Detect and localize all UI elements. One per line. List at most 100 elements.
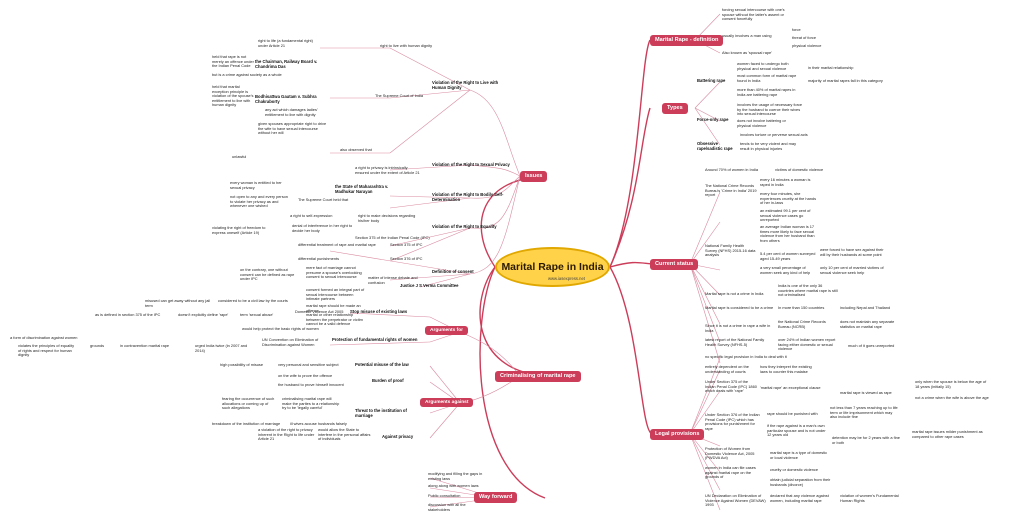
leaf-un-convention: UN Convention on Elimination of Discrimi…	[262, 337, 319, 347]
leaf-most-common: most common form of marital rape found i…	[737, 73, 797, 83]
website-link[interactable]: www.iasexpress.net	[548, 276, 586, 281]
leaf-not-crime: Marital rape is not a crime in India	[705, 291, 764, 296]
leaf-not-crime-india: Since it is not a crime in rape a wife i…	[705, 323, 771, 333]
leaf-along-with: along along with women laws	[428, 483, 479, 488]
leaf-define-rape: as is defined in section 375 of the IPC	[95, 312, 161, 317]
leaf-marital-exception: 'marital rape' an exceptional clause	[760, 385, 821, 390]
leaf-mere-fact: mere fact of marriage cannot presume a s…	[306, 265, 362, 280]
leaf-cruelty: cruelty or domestic violence	[770, 467, 819, 472]
leaf-no-specific: no specific legal provision in India to …	[705, 354, 787, 359]
leaf-un-cedaw: UN Declaration on Elimination of Violenc…	[705, 493, 766, 508]
leaf-women-india: women in India can file cases against ma…	[705, 465, 756, 480]
branch-definition[interactable]: Marital Rape - definition	[650, 35, 724, 46]
branch-way-forward[interactable]: Way forward	[474, 492, 518, 503]
leaf-involves-usage: involves the usage of necessary force by…	[737, 102, 803, 117]
leaf-every-16: every 16 minutes a woman is raped in Ind…	[760, 177, 811, 187]
leaf-onus-wife: on the wife to prove the offence	[278, 373, 333, 378]
leaf-us376: Under Section 376 of the Indian Penal Co…	[705, 412, 760, 431]
leaf-physical-violence: physical violence	[792, 43, 822, 48]
leaf-latest-nfhs: latest report of the National Family Hea…	[705, 337, 765, 347]
branch-criminalising[interactable]: Criminalising of marital rape	[495, 371, 581, 382]
leaf-more-than-40: more than 40% of marital rapes in India …	[737, 87, 796, 97]
leaf-rapist-punishment: marital rape issues milder punishment as…	[912, 429, 983, 439]
topic-life-dignity: Violation of the Right to Live with Huma…	[432, 80, 499, 90]
leaf-marital-relationship: marital or other relationship between th…	[306, 312, 363, 327]
leaf-contrary: on the contrary, one without consent can…	[240, 267, 295, 282]
leaf-spousal-rape: Also known as 'spousal rape'	[722, 50, 772, 55]
leaf-obtain-separation: obtain judicial separation from their hu…	[770, 477, 831, 487]
leaf-public-consultation: Public consultation	[428, 493, 461, 498]
leaf-section-375-ipc: Section 375 of the Indian Penal Code (IP…	[355, 235, 430, 240]
leaf-were-forced: were forced to have sex against their wi…	[820, 247, 884, 257]
leaf-majority: majority of marital rapes fall in this c…	[808, 78, 883, 83]
leaf-supreme-court: The Supreme Court of India	[375, 93, 424, 98]
leaf-right-privacy: a right to privacy is intrinsically ensu…	[355, 165, 420, 175]
branch-arguments-against[interactable]: Arguments against	[420, 398, 474, 407]
leaf-every-four: every four minutes, she experiences crue…	[760, 191, 817, 206]
leaf-contravention: in contravention marital rape	[120, 343, 170, 348]
branch-legal-provisions[interactable]: Legal provisions	[650, 429, 705, 440]
leaf-doesnt-define: doesn't explicitly define 'rape'	[178, 312, 229, 317]
leaf-does-not-maintain: does not maintain any separate statistic…	[840, 319, 895, 329]
leaf-marital-rape-offence: marital rape should be made an offence	[306, 303, 361, 313]
topic-force-only: Force-only rape	[697, 117, 729, 122]
leaf-wife-separation: if the rape against is a man's own parti…	[767, 423, 826, 438]
leaf-small-percentage: a very small percentage of women seek an…	[760, 265, 811, 275]
leaf-violates-equality: violates the principles of equality of r…	[18, 343, 75, 358]
leaf-matter-intense: matter of intense debate and confusion	[368, 275, 418, 285]
leaf-rape-punished: rape should be punished with	[767, 411, 818, 416]
leaf-self-expression: a right to self-expression	[290, 213, 333, 218]
leaf-art21: right to life (a fundamental right) unde…	[258, 38, 313, 48]
topic-protection: Protection of fundamental rights of wome…	[332, 337, 418, 342]
leaf-ncrb-2: the National Crime Records Bureau (NCRB)	[778, 319, 826, 329]
leaf-violation-privacy: a violation of the right to privacy inhe…	[258, 427, 315, 442]
leaf-not-open: not open to any and every person to viol…	[230, 194, 288, 209]
branch-issues[interactable]: Issues	[520, 171, 548, 182]
topic-justice-verma: Justice J S Verma Committee	[400, 283, 459, 288]
leaf-around-70: Around 70% of women in India	[705, 167, 758, 172]
leaf-marital-relationship2: in their marital relationship	[808, 65, 854, 70]
leaf-bodhisattwa: Bodhisattwa Gautam v. Subhra Chakraborty	[255, 94, 317, 104]
leaf-estimated: an estimated 99.1 per cent of sexual vio…	[760, 208, 811, 223]
leaf-civil-law: considered to be a civil law by the cour…	[218, 298, 288, 303]
leaf-any-act: any act which damages ladies' entitlemen…	[265, 107, 318, 117]
leaf-violation-human: violation of women's Fundamental Human R…	[840, 493, 899, 503]
leaf-high-possibility: high possibility of misuse	[220, 362, 264, 367]
topic-sexual-privacy: Violation of the Right to Sexual Privacy	[432, 162, 510, 167]
central-topic[interactable]: Marital Rape in India	[495, 247, 610, 287]
leaf-form-discrimination: a form of discrimination against women	[10, 335, 78, 340]
leaf-victims-dv: victims of domestic violence	[775, 167, 824, 172]
leaf-involves-man: usually involves a man using	[722, 33, 772, 38]
leaf-make-decisions: right to make decisions regarding his/he…	[358, 213, 416, 223]
leaf-grounds: grounds	[90, 343, 105, 348]
leaf-differential: differential treatment of rape and marit…	[298, 242, 376, 247]
topic-obsessive: Obsessive rape/sadistic rape	[697, 141, 733, 151]
leaf-nepal: including Nepal and Thailand	[840, 305, 891, 310]
leaf-involves-torture: involves torture or perverse sexual acts	[740, 132, 808, 137]
leaf-breakdown: breakdown of the institution of marriage	[212, 421, 281, 426]
leaf-forcing-sexual: forcing sexual intercourse with one's sp…	[722, 7, 785, 22]
leaf-section-376: Section 376 of IPC	[390, 256, 423, 261]
leaf-leads-injured: tends to be very violent and may result …	[740, 141, 797, 151]
leaf-consent-integral: consent formed an integral part of sexua…	[306, 287, 365, 302]
branch-current-status[interactable]: Current status	[650, 259, 699, 270]
branch-types[interactable]: Types	[662, 103, 688, 114]
leaf-accuse: ill wives accuse husbands falsely	[290, 421, 347, 426]
leaf-ncrb: The National Crime Records Bureau's 'Cri…	[705, 183, 757, 198]
leaf-form-dv: marital rape is a type of domestic or lo…	[770, 450, 828, 460]
leaf-also-observed: also observed that	[340, 147, 372, 152]
topic-stop-misuse: Stop misuse of existing laws	[350, 309, 408, 314]
topic-burden: Burden of proof	[372, 378, 404, 383]
leaf-declared: declared that any violence against women…	[770, 493, 829, 503]
leaf-not-crime-above: not a crime when the wife is above the a…	[915, 395, 989, 400]
topic-privacy: Against privacy	[382, 434, 414, 439]
leaf-supreme-court-held: The Supreme Court held that	[298, 197, 349, 202]
leaf-over-24: over 24% of Indian women report facing e…	[778, 337, 836, 352]
topic-consent: Definition of consent	[432, 269, 474, 274]
branch-arguments-for[interactable]: Arguments for	[425, 326, 469, 335]
leaf-does-not-involve: does not involve battering or physical v…	[737, 118, 786, 128]
leaf-live-dignity: right to live with human dignity	[380, 43, 433, 48]
leaf-average-woman: an average Indian woman is 17 times more…	[760, 224, 815, 243]
